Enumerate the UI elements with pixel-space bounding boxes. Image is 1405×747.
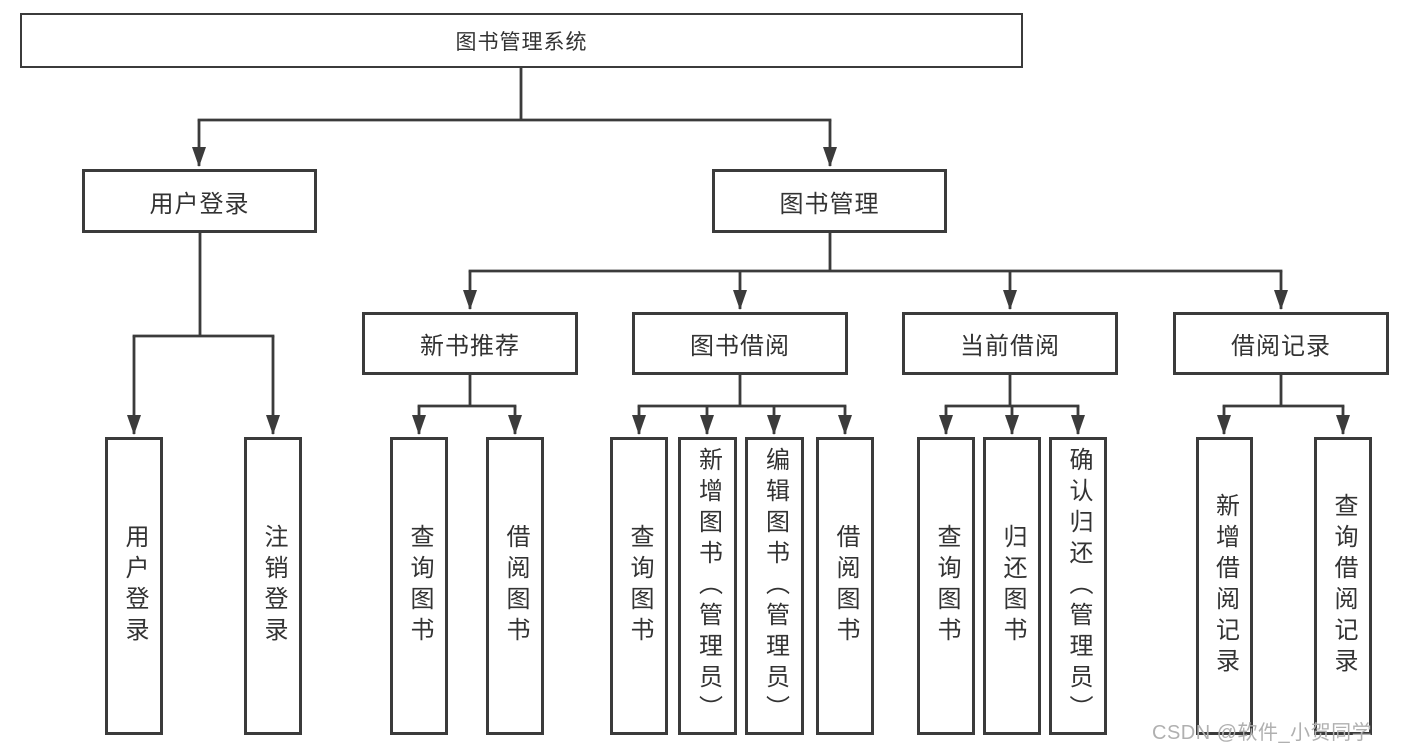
leaf-bb-borrow-books: 借阅图书 [816, 437, 874, 735]
node-new-books-label: 新书推荐 [420, 333, 520, 360]
node-current-borrow-label: 当前借阅 [960, 333, 1060, 360]
node-book-borrow-label: 图书借阅 [690, 333, 790, 360]
node-book-borrow: 图书借阅 [632, 312, 848, 375]
node-new-books: 新书推荐 [362, 312, 578, 375]
leaf-bb-query-books: 查询图书 [610, 437, 668, 735]
node-borrow-records-label: 借阅记录 [1231, 333, 1331, 360]
leaf-cb-query-books: 查询图书 [917, 437, 975, 735]
leaf-cb-confirm-return-admin: 确认归还（管理员） [1049, 437, 1107, 735]
connector-root-to-level2 [192, 68, 837, 167]
connector-book-borrow-children [632, 375, 852, 435]
leaf-user-login: 用户登录 [105, 437, 163, 735]
node-book-mgmt: 图书管理 [712, 169, 947, 233]
connector-user-login-children [127, 233, 280, 435]
connector-new-books-children [412, 375, 522, 435]
leaf-cb-return-books: 归还图书 [983, 437, 1041, 735]
node-book-mgmt-label: 图书管理 [779, 190, 880, 218]
connector-borrow-records-children [1217, 375, 1350, 435]
leaf-nb-borrow-books: 借阅图书 [486, 437, 544, 735]
node-user-login-label: 用户登录 [149, 190, 250, 218]
leaf-br-query-record: 查询借阅记录 [1314, 437, 1372, 735]
connector-current-borrow-children [939, 375, 1085, 435]
leaf-br-add-record: 新增借阅记录 [1196, 437, 1253, 735]
csdn-watermark: CSDN @软件_小贺同学 [1152, 722, 1373, 744]
node-root-library-system: 图书管理系统 [20, 13, 1023, 68]
node-root-label: 图书管理系统 [455, 30, 588, 54]
leaf-nb-query-books: 查询图书 [390, 437, 448, 735]
leaf-bb-add-books-admin: 新增图书（管理员） [678, 437, 737, 735]
leaf-logout: 注销登录 [244, 437, 302, 735]
node-borrow-records: 借阅记录 [1173, 312, 1389, 375]
node-user-login: 用户登录 [82, 169, 317, 233]
node-current-borrow: 当前借阅 [902, 312, 1118, 375]
connector-book-mgmt-children [463, 233, 1288, 310]
leaf-bb-edit-books-admin: 编辑图书（管理员） [745, 437, 804, 735]
